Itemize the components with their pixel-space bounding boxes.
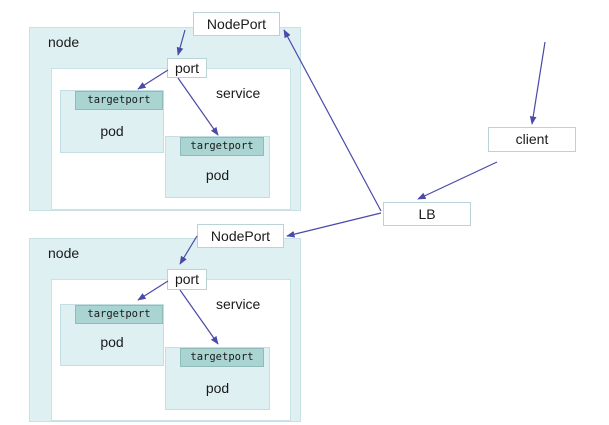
bottom-port-box: port bbox=[167, 269, 207, 290]
lb-box: LB bbox=[383, 202, 471, 226]
top-service-label: service bbox=[216, 85, 261, 101]
bottom-pod-1-label: pod bbox=[100, 334, 124, 350]
bottom-pod-2-label: pod bbox=[205, 380, 230, 396]
bottom-pod-1: targetport pod bbox=[60, 304, 164, 366]
top-pod-2-label: pod bbox=[205, 167, 230, 183]
top-nodeport-box: NodePort bbox=[193, 12, 280, 36]
top-node: node service targetport pod targetport p… bbox=[29, 27, 301, 211]
top-pod-2: targetport pod bbox=[165, 136, 270, 198]
lb-to-bottom-nodeport-arrow bbox=[286, 212, 382, 238]
top-pod-1-targetport: targetport bbox=[75, 91, 163, 110]
bottom-nodeport-box: NodePort bbox=[197, 224, 284, 248]
incoming-arrow bbox=[529, 41, 546, 125]
bottom-service-label: service bbox=[216, 296, 261, 312]
top-pod-2-targetport: targetport bbox=[180, 137, 264, 156]
bottom-node: node service targetport pod targetport p… bbox=[29, 238, 301, 422]
client-box: client bbox=[488, 127, 576, 152]
top-port-box: port bbox=[167, 58, 207, 78]
top-node-label: node bbox=[48, 34, 80, 50]
bottom-pod-2-targetport: targetport bbox=[180, 348, 264, 367]
bottom-pod-2: targetport pod bbox=[165, 347, 270, 410]
bottom-pod-1-targetport: targetport bbox=[75, 305, 163, 324]
top-pod-1: targetport pod bbox=[60, 90, 164, 153]
bottom-node-label: node bbox=[48, 245, 80, 261]
top-pod-1-label: pod bbox=[100, 123, 124, 139]
client-to-lb-arrow bbox=[417, 161, 498, 200]
